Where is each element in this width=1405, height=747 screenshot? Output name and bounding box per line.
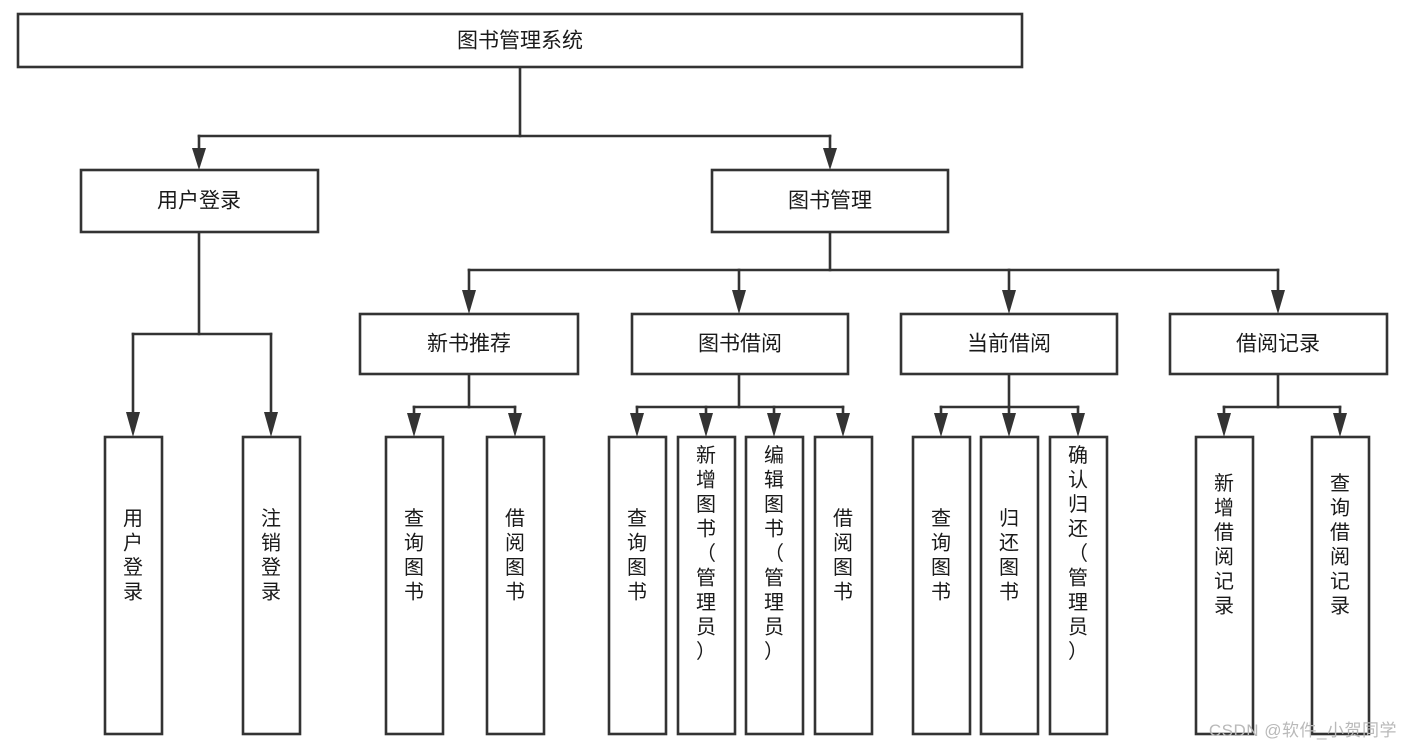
node-leaf-borrow-book-1-label: 借阅图书 xyxy=(505,507,525,604)
arrow-book-manage xyxy=(823,148,837,170)
node-leaf-edit-book-box[interactable] xyxy=(744,435,805,736)
arrow-leaf-add-book xyxy=(699,413,713,437)
node-user-login-box[interactable] xyxy=(79,168,320,234)
node-leaf-query-book-2[interactable]: 查询图书 xyxy=(607,435,668,736)
node-leaf-query-book-1[interactable]: 查询图书 xyxy=(384,435,445,736)
arrow-leaf-query-book-3 xyxy=(934,413,948,437)
node-leaf-query-book-2-box[interactable] xyxy=(607,435,668,736)
arrow-leaf-borrow-book-1 xyxy=(508,413,522,437)
arrow-new-book-rec xyxy=(462,290,476,314)
node-borrow-record-box[interactable] xyxy=(1168,312,1389,376)
node-leaf-borrow-book-2-box[interactable] xyxy=(813,435,874,736)
node-new-book-rec-label: 新书推荐 xyxy=(427,333,511,356)
node-leaf-borrow-book-2[interactable]: 借阅图书 xyxy=(813,435,874,736)
arrow-leaf-borrow-book-2 xyxy=(836,413,850,437)
node-leaf-query-book-1-label: 查询图书 xyxy=(404,507,424,604)
node-leaf-add-book-box[interactable] xyxy=(676,435,737,736)
node-leaf-add-book-label: 新增图书（管理员） xyxy=(696,444,716,663)
node-leaf-logout-label: 注销登录 xyxy=(261,507,281,604)
node-leaf-user-login-box[interactable] xyxy=(103,435,164,736)
node-leaf-query-record-label: 查询借阅记录 xyxy=(1330,472,1350,618)
node-leaf-add-record-label: 新增借阅记录 xyxy=(1214,472,1234,618)
node-root-label: 图书管理系统 xyxy=(457,30,583,53)
arrow-leaf-query-book-1 xyxy=(407,413,421,437)
node-leaf-logout[interactable]: 注销登录 xyxy=(241,435,302,736)
node-leaf-logout-box[interactable] xyxy=(241,435,302,736)
csdn-watermark: CSDN @软件_小贺同学 xyxy=(1208,721,1397,740)
node-book-borrow[interactable]: 图书借阅 xyxy=(630,312,850,376)
node-book-borrow-label: 图书借阅 xyxy=(698,333,782,356)
node-borrow-record[interactable]: 借阅记录 xyxy=(1168,312,1389,376)
node-leaf-confirm-return-label: 确认归还（管理员） xyxy=(1068,444,1088,663)
node-root[interactable]: 图书管理系统 xyxy=(16,12,1024,69)
arrow-user-login xyxy=(192,148,206,170)
node-book-manage-label: 图书管理 xyxy=(788,190,872,213)
node-leaf-confirm-return[interactable]: 确认归还（管理员） xyxy=(1048,435,1109,736)
node-current-borrow-label: 当前借阅 xyxy=(967,333,1051,356)
arrow-current-borrow xyxy=(1002,290,1016,314)
arrow-leaf-confirm-return xyxy=(1071,413,1085,437)
node-leaf-query-book-3-label: 查询图书 xyxy=(931,507,951,604)
node-leaf-query-record-box[interactable] xyxy=(1310,435,1371,736)
arrow-leaf-return-book xyxy=(1002,413,1016,437)
arrow-borrow-record xyxy=(1271,290,1285,314)
node-leaf-borrow-book-1[interactable]: 借阅图书 xyxy=(485,435,546,736)
node-leaf-query-book-1-box[interactable] xyxy=(384,435,445,736)
node-leaf-add-record[interactable]: 新增借阅记录 xyxy=(1194,435,1255,736)
node-leaf-borrow-book-2-label: 借阅图书 xyxy=(833,507,853,604)
arrow-leaf-query-book-2 xyxy=(630,413,644,437)
node-leaf-confirm-return-box[interactable] xyxy=(1048,435,1109,736)
node-new-book-rec[interactable]: 新书推荐 xyxy=(358,312,580,376)
node-leaf-edit-book[interactable]: 编辑图书（管理员） xyxy=(744,435,805,736)
node-leaf-add-book[interactable]: 新增图书（管理员） xyxy=(676,435,737,736)
node-leaf-user-login-label: 用户登录 xyxy=(123,508,143,604)
node-current-borrow[interactable]: 当前借阅 xyxy=(899,312,1119,376)
node-user-login-label: 用户登录 xyxy=(157,190,241,213)
node-new-book-rec-box[interactable] xyxy=(358,312,580,376)
arrow-book-borrow xyxy=(732,290,746,314)
node-leaf-query-book-3[interactable]: 查询图书 xyxy=(911,435,972,736)
node-leaf-query-book-2-label: 查询图书 xyxy=(627,507,647,604)
node-leaf-edit-book-label: 编辑图书（管理员） xyxy=(764,444,784,663)
node-leaf-user-login[interactable]: 用户登录 xyxy=(103,435,164,736)
node-book-borrow-box[interactable] xyxy=(630,312,850,376)
connector-group xyxy=(126,65,1347,437)
arrow-leaf-add-record xyxy=(1217,413,1231,437)
node-book-manage-box[interactable] xyxy=(710,168,950,234)
node-leaf-return-book-label: 归还图书 xyxy=(999,507,1019,604)
arrow-leaf-edit-book xyxy=(767,413,781,437)
node-leaf-borrow-book-1-box[interactable] xyxy=(485,435,546,736)
arrow-leaf-query-record xyxy=(1333,413,1347,437)
node-leaf-return-book[interactable]: 归还图书 xyxy=(979,435,1040,736)
node-leaf-return-book-box[interactable] xyxy=(979,435,1040,736)
node-current-borrow-box[interactable] xyxy=(899,312,1119,376)
node-borrow-record-label: 借阅记录 xyxy=(1236,333,1320,356)
arrow-leaf-logout xyxy=(264,412,278,437)
node-book-manage[interactable]: 图书管理 xyxy=(710,168,950,234)
node-leaf-query-book-3-box[interactable] xyxy=(911,435,972,736)
node-user-login[interactable]: 用户登录 xyxy=(79,168,320,234)
node-leaf-query-record[interactable]: 查询借阅记录 xyxy=(1310,435,1371,736)
node-root-box[interactable] xyxy=(16,12,1024,69)
node-leaf-add-record-box[interactable] xyxy=(1194,435,1255,736)
arrow-leaf-user-login xyxy=(126,412,140,437)
